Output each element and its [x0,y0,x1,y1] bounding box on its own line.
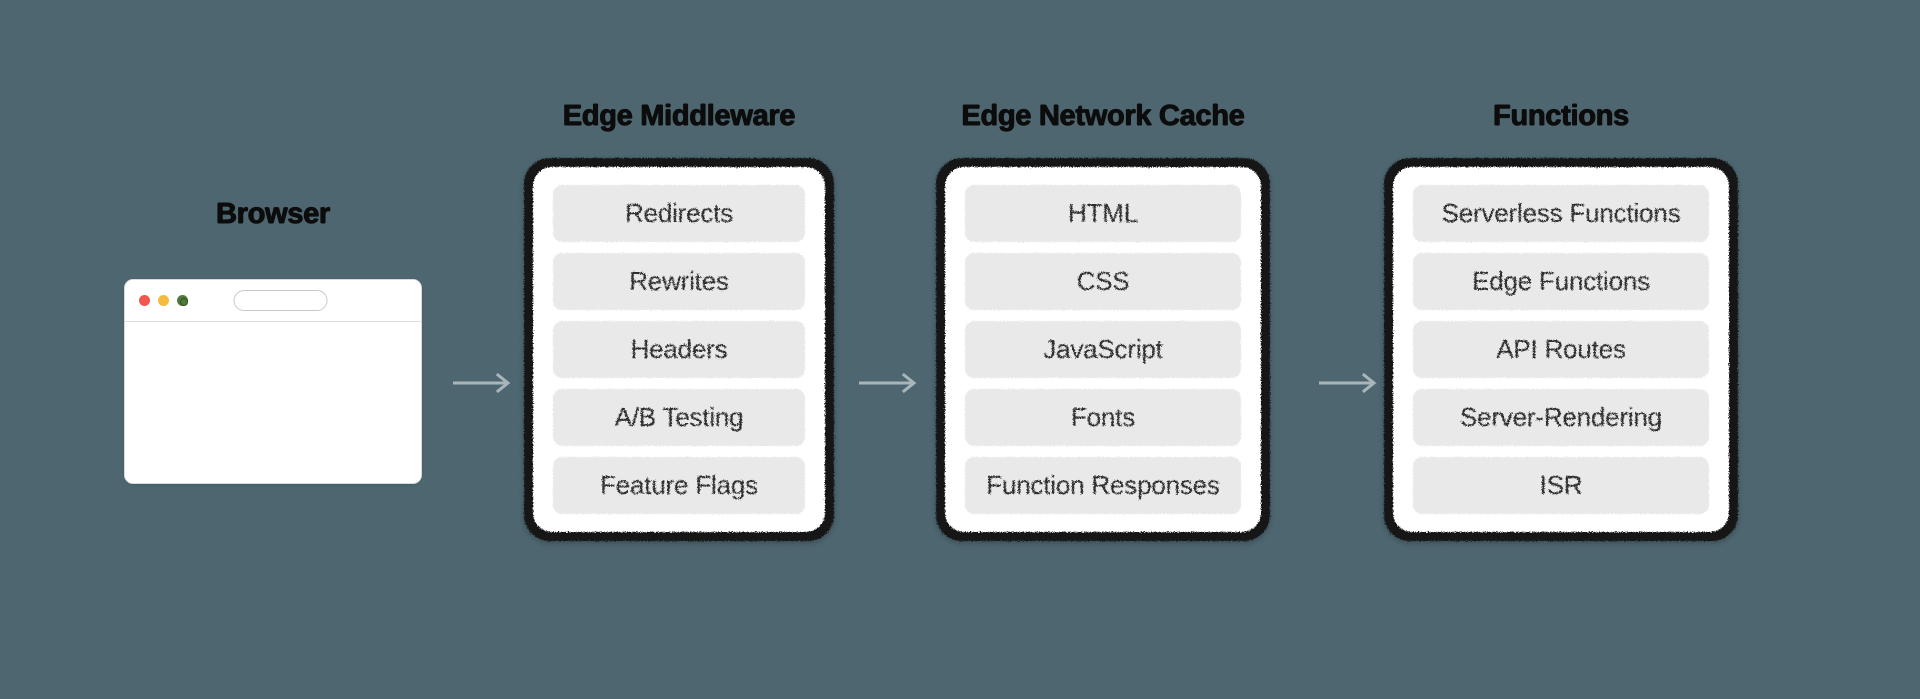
arrow-cache-to-functions-icon [1319,372,1377,394]
pill-item[interactable]: ISR [1413,457,1709,514]
pill-item[interactable]: Rewrites [553,253,805,310]
card-inner-edge-network-cache: HTML CSS JavaScript Fonts Function Respo… [945,167,1261,532]
close-dot-icon[interactable] [139,295,150,306]
browser-title: Browser [216,198,330,230]
card-column-functions: Functions Serverless Functions Edge Func… [1384,100,1738,541]
card-title-functions: Functions [1493,100,1629,132]
pill-item[interactable]: API Routes [1413,321,1709,378]
pill-item[interactable]: A/B Testing [553,389,805,446]
maximize-dot-icon[interactable] [177,295,188,306]
traffic-light-group [139,295,188,306]
arrow-middleware-to-cache-icon [859,372,917,394]
pill-item[interactable]: Headers [553,321,805,378]
pill-item[interactable]: Fonts [965,389,1241,446]
arrow-browser-to-middleware-icon [453,372,511,394]
card-column-edge-middleware: Edge Middleware Redirects Rewrites Heade… [524,100,834,541]
url-bar-input[interactable] [233,290,328,311]
pill-item[interactable]: CSS [965,253,1241,310]
browser-column: Browser [108,198,438,484]
pill-item[interactable]: Edge Functions [1413,253,1709,310]
card-inner-functions: Serverless Functions Edge Functions API … [1393,167,1729,532]
pill-item[interactable]: Feature Flags [553,457,805,514]
pill-item[interactable]: JavaScript [965,321,1241,378]
pill-item[interactable]: HTML [965,185,1241,242]
card-functions: Serverless Functions Edge Functions API … [1384,158,1738,541]
minimize-dot-icon[interactable] [158,295,169,306]
pill-item[interactable]: Serverless Functions [1413,185,1709,242]
card-edge-middleware: Redirects Rewrites Headers A/B Testing F… [524,158,834,541]
card-title-edge-middleware: Edge Middleware [562,100,796,132]
pill-item[interactable]: Function Responses [965,457,1241,514]
card-edge-network-cache: HTML CSS JavaScript Fonts Function Respo… [936,158,1270,541]
pill-item[interactable]: Server-Rendering [1413,389,1709,446]
browser-chrome [125,280,421,322]
pill-item[interactable]: Redirects [553,185,805,242]
browser-window-mockup [124,279,422,484]
card-inner-edge-middleware: Redirects Rewrites Headers A/B Testing F… [533,167,825,532]
card-column-edge-network-cache: Edge Network Cache HTML CSS JavaScript F… [936,100,1270,541]
card-title-edge-network-cache: Edge Network Cache [961,100,1245,132]
browser-viewport [125,322,421,483]
